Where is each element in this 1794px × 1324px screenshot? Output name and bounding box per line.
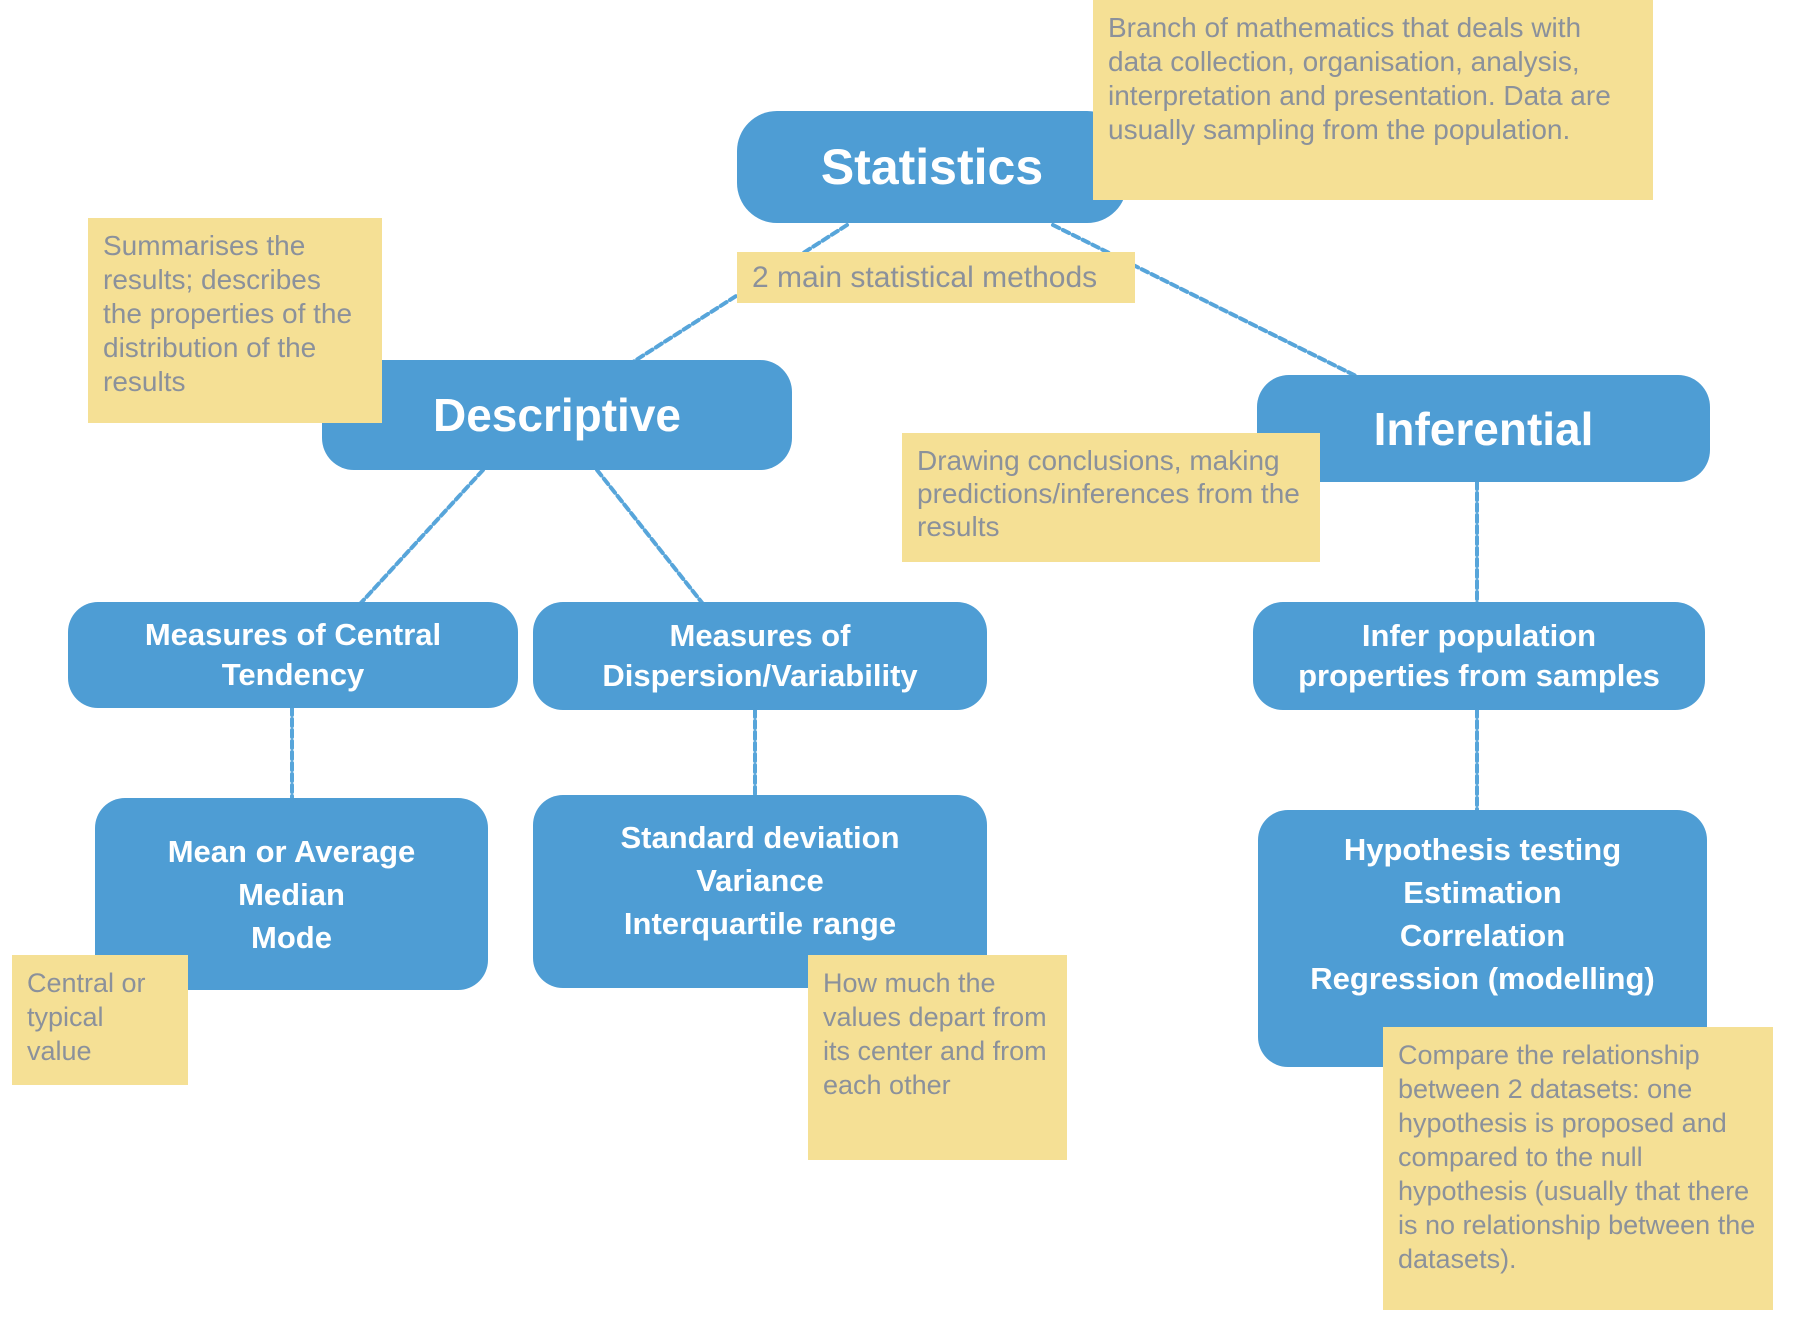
note-central-tendency-definition: Central or typical value bbox=[12, 955, 188, 1085]
node-measures-dispersion: Measures of Dispersion/Variability bbox=[533, 602, 987, 710]
node-line: Interquartile range bbox=[623, 906, 897, 941]
node-line: Dispersion/Variability bbox=[602, 658, 918, 693]
node-inferential-methods: Hypothesis testing Estimation Correlatio… bbox=[1258, 810, 1707, 1067]
node-line: Regression (modelling) bbox=[1310, 960, 1655, 996]
node-line: Correlation bbox=[1399, 917, 1566, 953]
node-line: Median bbox=[238, 876, 345, 912]
node-inferential: Inferential bbox=[1257, 375, 1710, 482]
connector-descriptive-dispersion bbox=[595, 468, 705, 606]
node-line: Standard deviation bbox=[620, 820, 900, 855]
node-statistics: Statistics bbox=[737, 111, 1127, 223]
node-descriptive: Descriptive bbox=[322, 360, 792, 470]
note-descriptive-definition: Summarises the results; describes the pr… bbox=[88, 218, 382, 423]
node-line: Mode bbox=[251, 919, 332, 955]
node-line: properties from samples bbox=[1298, 658, 1660, 693]
node-line: Estimation bbox=[1403, 874, 1562, 910]
node-line: Hypothesis testing bbox=[1343, 831, 1622, 867]
node-line: Measures of bbox=[669, 618, 851, 653]
note-hypothesis-definition: Compare the relationship between 2 datas… bbox=[1383, 1027, 1773, 1310]
connector-descriptive-central-tendency bbox=[358, 468, 485, 606]
node-line: Measures of Central bbox=[144, 617, 442, 652]
note-dispersion-definition: How much the values depart from its cent… bbox=[808, 955, 1067, 1160]
note-statistics-definition: Branch of mathematics that deals with da… bbox=[1093, 0, 1653, 200]
node-line: Infer population bbox=[1361, 618, 1597, 653]
node-line: Mean or Average bbox=[167, 833, 416, 869]
note-branch-label: 2 main statistical methods bbox=[737, 252, 1135, 303]
connector-statistics-inferential bbox=[1051, 223, 1360, 379]
node-line: Tendency bbox=[221, 657, 365, 692]
node-measures-central-tendency: Measures of Central Tendency bbox=[68, 602, 518, 708]
node-line: Variance bbox=[696, 863, 824, 898]
note-inferential-definition: Drawing conclusions, making predictions/… bbox=[902, 433, 1320, 562]
node-infer-population: Infer population properties from samples bbox=[1253, 602, 1705, 710]
